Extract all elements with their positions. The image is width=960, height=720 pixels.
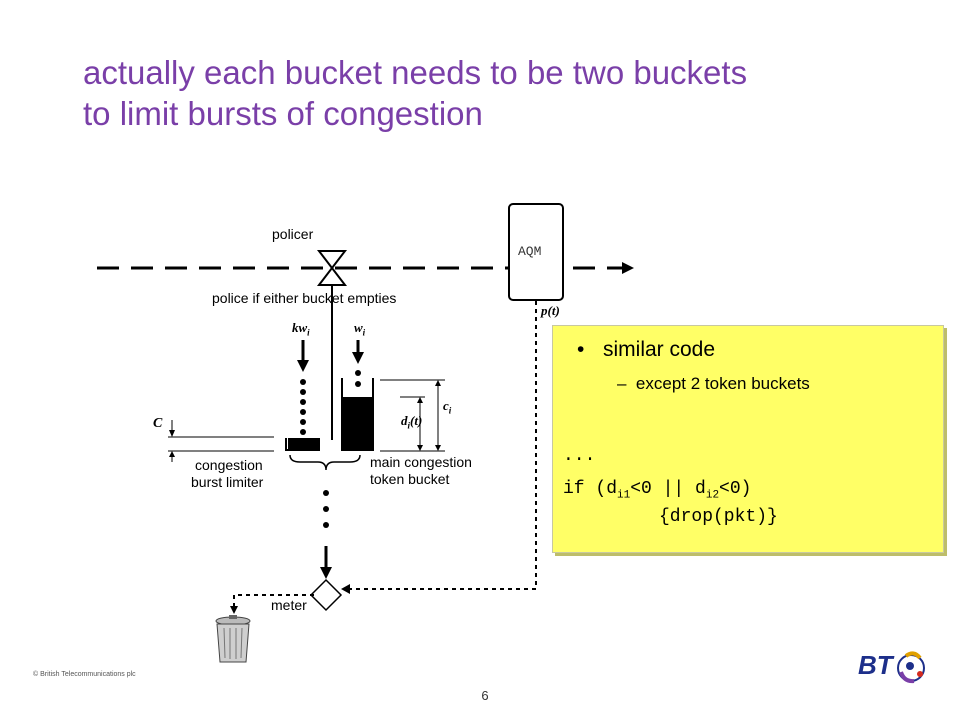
kw-label: kwi (292, 320, 310, 338)
pt-arrowhead (341, 584, 350, 594)
bt-piper-icon (897, 651, 925, 684)
main-bucket-label-2: token bucket (370, 471, 450, 487)
meter-arrowhead (320, 567, 332, 579)
meter-label: meter (271, 597, 307, 613)
burst-limiter-label-2: burst limiter (191, 474, 264, 490)
C-label: C (153, 416, 163, 431)
pt-signal-line (343, 301, 537, 590)
burst-limiter-bucket (285, 438, 320, 451)
title-line-2: to limit bursts of congestion (83, 95, 483, 132)
kw-arrowhead (297, 360, 309, 372)
meter-dots (323, 490, 329, 528)
title-line-1: actually each bucket needs to be two buc… (83, 54, 748, 91)
di-arrow-up (417, 397, 423, 403)
bt-logo: BT (858, 650, 925, 684)
sub-item-text: except 2 token buckets (635, 374, 810, 393)
w-arrowhead (352, 352, 364, 364)
kw-dots (300, 379, 306, 435)
ci-label: ci (443, 398, 452, 416)
drop-line (233, 594, 314, 608)
pt-label: p(t) (541, 303, 560, 318)
code-drop-line: {drop(pkt)} (659, 507, 778, 527)
note-bullet: • similar code (577, 338, 715, 362)
code-ellipsis: ... (563, 446, 596, 466)
meter-diamond (309, 578, 343, 612)
drop-arrowhead (230, 606, 238, 614)
w-label: wi (354, 320, 366, 338)
w-dots (355, 370, 361, 387)
code-if-line: if (di1<0 || di2<0) (563, 479, 752, 502)
C-arrow-down (169, 430, 175, 437)
policer-valve-icon (316, 250, 348, 286)
sub-marker: – (617, 374, 627, 393)
bt-logo-text: BT (858, 650, 895, 680)
di-arrow-down (417, 445, 423, 451)
main-token-bucket (341, 378, 374, 451)
main-bucket-label-1: main congestion (370, 454, 472, 470)
bullet-marker: • (577, 338, 585, 361)
flow-arrowhead (622, 262, 634, 274)
note-sub-item: – except 2 token buckets (617, 374, 810, 394)
ci-arrow-up (435, 380, 441, 386)
slide-title: actually each bucket needs to be two buc… (83, 52, 903, 134)
police-rule-label: police if either bucket empties (212, 290, 397, 306)
aqm-box (508, 203, 564, 301)
bullet-text: similar code (603, 338, 716, 361)
ci-arrow-down (435, 445, 441, 451)
aqm-label: AQM (518, 244, 542, 259)
code-note-box: • similar code – except 2 token buckets .… (552, 325, 944, 553)
page-number: 6 (481, 688, 489, 703)
copyright-text: © British Telecommunications plc (33, 671, 136, 678)
policer-label: policer (272, 226, 314, 242)
trash-bin-icon (215, 615, 251, 663)
bucket-brace (289, 454, 361, 471)
di-label: di(t) (401, 413, 423, 431)
burst-limiter-label-1: congestion (195, 457, 263, 473)
